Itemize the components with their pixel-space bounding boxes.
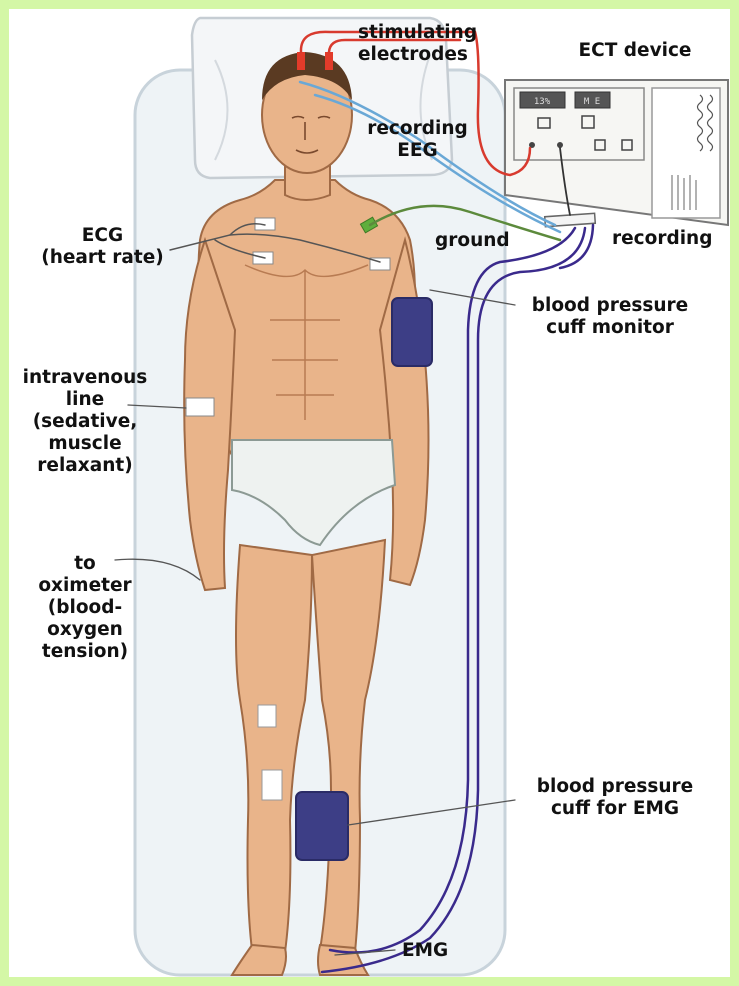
label-ecg: ECG(heart rate) <box>10 225 195 269</box>
label-ground: ground <box>435 230 510 252</box>
display-1: 13% <box>534 97 551 107</box>
label-recording: recording <box>612 228 712 250</box>
ect-device: 13% M E <box>505 80 728 225</box>
label-emg: EMG <box>402 940 448 962</box>
label-ect-device: ECT device <box>555 40 715 62</box>
bp-cuff-arm <box>392 298 432 366</box>
display-2: M E <box>584 97 600 107</box>
bp-cuff-leg <box>296 792 348 860</box>
